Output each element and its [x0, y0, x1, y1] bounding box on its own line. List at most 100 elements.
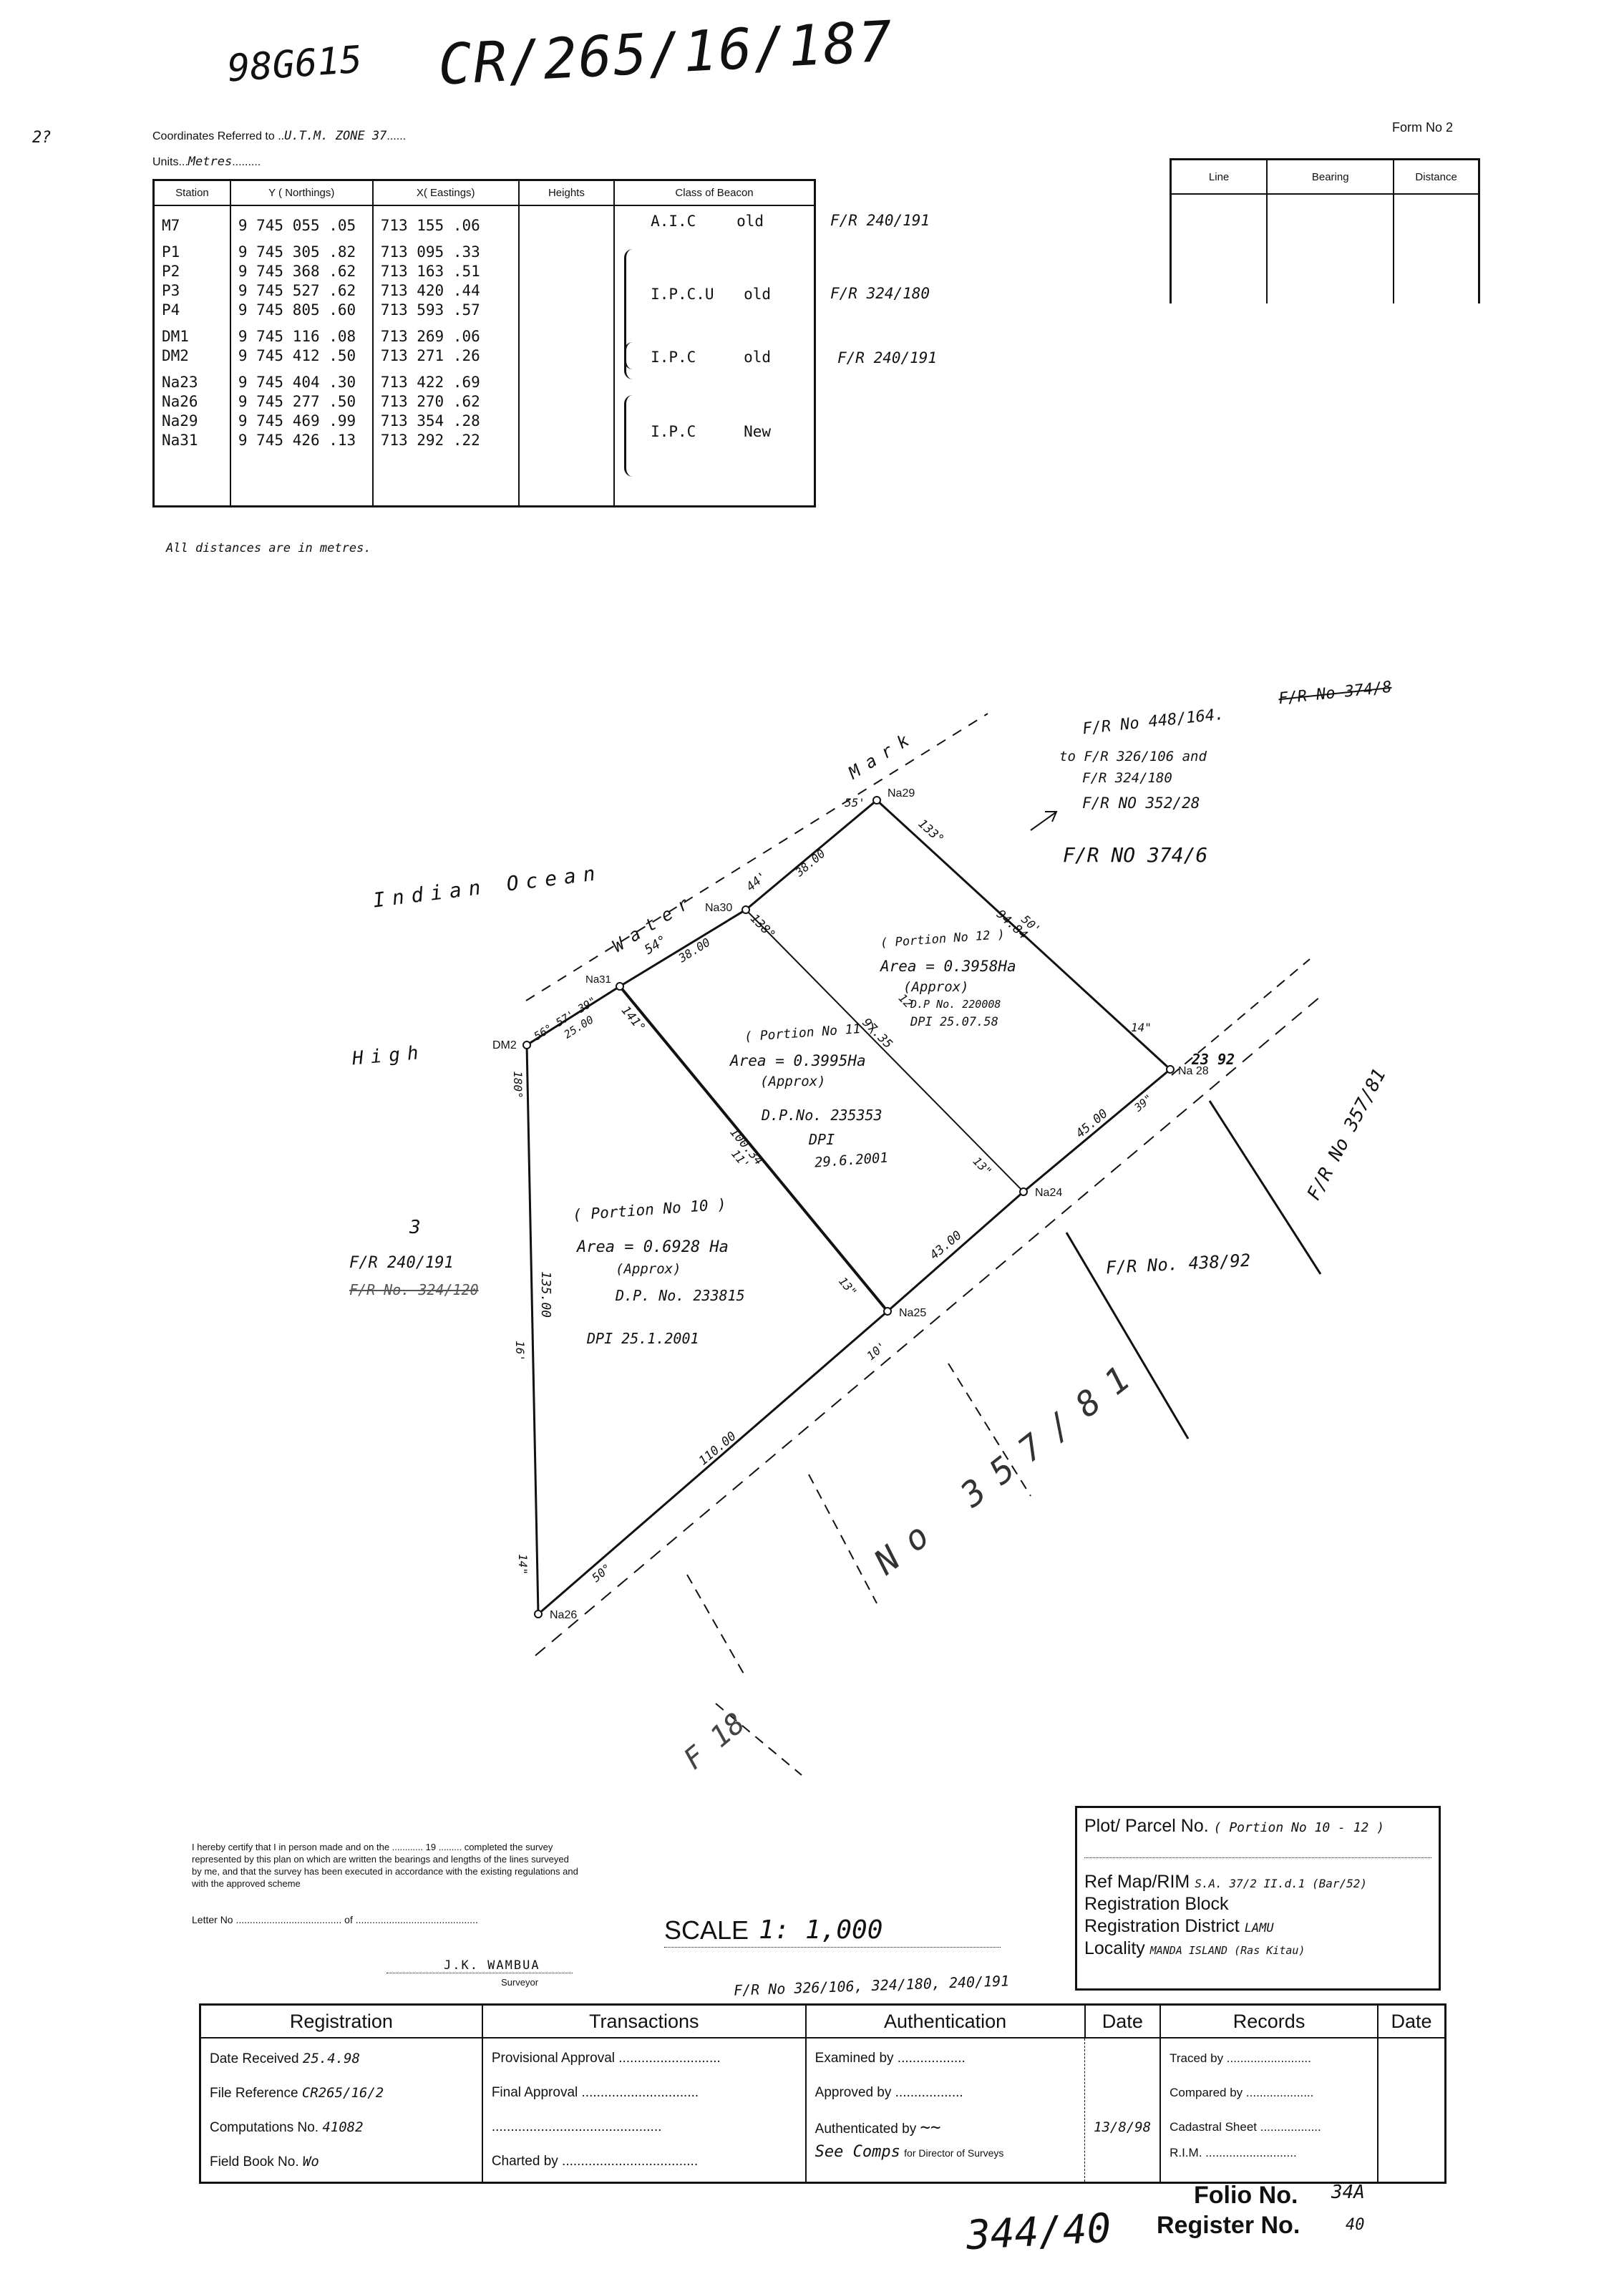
northing-cell: 9 745 426 .13	[238, 432, 356, 449]
beacon-dm2	[522, 1041, 531, 1049]
northing-cell: 9 745 469 .99	[238, 412, 356, 429]
portion-11-12-boundary	[745, 909, 1024, 1192]
beacon-na30	[742, 905, 750, 914]
letter-no: Letter No ..............................…	[192, 1914, 478, 1925]
station-na28-note: 23 92	[1192, 1051, 1235, 1068]
station-cell: Na31	[162, 432, 198, 449]
col-northings: Y ( Northings)	[229, 179, 374, 206]
coordinates-value: U.T.M. ZONE 37	[284, 129, 387, 143]
register-label: Register No.	[1157, 2212, 1300, 2239]
portion-12-area: Area = 0.3958Ha	[880, 958, 1016, 975]
certificate-text: I hereby certify that I in person made a…	[192, 1842, 578, 1889]
register-stamp: 344/40	[965, 2205, 1112, 2260]
margin-mark: 2?	[32, 129, 52, 147]
northing-cell: 9 745 368 .62	[238, 263, 356, 280]
refmap-value: S.A. 37/2 II.d.1 (Bar/52)	[1195, 1877, 1368, 1890]
reg-label: Computations No.	[210, 2120, 319, 2135]
locality-value: MANDA ISLAND (Ras Kitau)	[1149, 1944, 1305, 1957]
status-cell: old	[744, 286, 772, 303]
beacon-na29	[872, 796, 881, 805]
brace	[624, 342, 636, 379]
reg-value: 41082	[322, 2119, 364, 2135]
beacon-na25	[883, 1307, 892, 1316]
portion-11-area: Area = 0.3995Ha	[730, 1052, 866, 1069]
station-cell: DM2	[162, 347, 189, 364]
station-cell: P2	[162, 263, 180, 280]
high-water-mark-line	[525, 713, 988, 1001]
col-transactions: Transactions	[481, 2003, 807, 2039]
scale-line	[664, 1947, 1001, 1948]
station-label-na28: Na 28	[1178, 1065, 1209, 1077]
northing-cell: 9 745 055 .05	[238, 217, 356, 234]
reg-value: CR265/16/2	[301, 2085, 384, 2101]
dim-na29-top: 55'	[845, 796, 865, 810]
easting-cell: 713 593 .57	[380, 301, 480, 319]
station-label-dm2: DM2	[492, 1039, 517, 1051]
station-label-na31: Na31	[585, 973, 611, 986]
station-label-na30: Na30	[705, 902, 733, 914]
station-cell: Na26	[162, 393, 198, 410]
station-cell: Na29	[162, 412, 198, 429]
class-cell: I.P.C	[651, 349, 696, 366]
auth-signature: ~~	[920, 2117, 941, 2137]
reg-value: 25.4.98	[302, 2051, 360, 2066]
district-label: Registration District	[1084, 1916, 1240, 1936]
col-bearing: Bearing	[1267, 159, 1395, 195]
portion-10-dpi: DPI 25.1.2001	[587, 1330, 699, 1347]
portion-11-approx: (Approx)	[760, 1074, 826, 1089]
dashed-boundary	[686, 1574, 745, 1676]
arrow-line	[1030, 812, 1056, 831]
station-cell: P4	[162, 301, 180, 319]
road-reserve-line	[535, 993, 1325, 1656]
auth-note: See Comps	[815, 2143, 900, 2161]
status-cell: old	[736, 213, 764, 230]
easting-cell: 713 292 .22	[380, 432, 480, 449]
northing-cell: 9 745 404 .30	[238, 374, 356, 391]
records-cell: Traced by ......................... Comp…	[1160, 2038, 1379, 2183]
eastings-column: 713 155 .06 713 095 .33 713 163 .51 713 …	[371, 205, 520, 506]
units-label: Units	[152, 156, 179, 168]
scale-value: 1: 1,000	[759, 1915, 883, 1945]
auth-label: Examined by	[815, 2051, 894, 2066]
col-line: Line	[1170, 159, 1268, 195]
station-cell: DM1	[162, 328, 189, 345]
col-station: Station	[152, 179, 231, 206]
fr-top-5: F/R NO 374/6	[1063, 843, 1208, 867]
beacon-na28	[1166, 1065, 1175, 1074]
block-label: Registration Block	[1084, 1894, 1229, 1914]
fr-top-2: to F/R 326/106 and	[1059, 749, 1207, 764]
dashed-extension	[1171, 958, 1311, 1076]
rec-label: Traced by	[1170, 2051, 1224, 2065]
parcel-3-ref-struck: F/R No. 324/120	[349, 1281, 479, 1298]
class-cell: I.P.C	[651, 423, 696, 440]
class-column: A.I.C old I.P.C.U old I.P.C old I.P.C Ne…	[613, 205, 816, 506]
col-records: Records	[1159, 2003, 1379, 2039]
col-class-of-beacon: Class of Beacon	[613, 179, 816, 206]
col-authentication: Authentication	[804, 2003, 1085, 2039]
portion-11-dpi: DPI	[809, 1131, 835, 1148]
beacon-ref: F/R 240/191	[837, 349, 938, 366]
brace	[624, 395, 636, 477]
authentication-cell: Examined by .................. Approved …	[805, 2038, 1086, 2183]
plot-value: ( Portion No 10 - 12 )	[1213, 1820, 1385, 1835]
dashed-boundary	[808, 1474, 877, 1604]
col-heights: Heights	[517, 179, 616, 206]
northings-column: 9 745 055 .05 9 745 305 .82 9 745 368 .6…	[229, 205, 374, 506]
units-value: Metres	[188, 155, 233, 169]
station-cell: P1	[162, 243, 180, 261]
easting-cell: 713 269 .06	[380, 328, 480, 345]
adjacent-boundary	[1208, 1100, 1322, 1275]
col-eastings: X( Eastings)	[371, 179, 520, 206]
surveyor-name: J.K. WAMBUA	[444, 1958, 540, 1973]
easting-cell: 713 422 .69	[380, 374, 480, 391]
folio-label: Folio No.	[1194, 2182, 1298, 2209]
form-no: Form No 2	[1392, 120, 1454, 135]
dim-dm2-na26-dist: 135.00	[538, 1270, 554, 1318]
auth-label: Authenticated by	[815, 2122, 917, 2137]
beacon-na24	[1019, 1187, 1028, 1196]
status-cell: New	[744, 423, 772, 440]
northing-cell: 9 745 305 .82	[238, 243, 356, 261]
easting-cell: 713 270 .62	[380, 393, 480, 410]
trans-label: Charted by	[491, 2154, 558, 2169]
